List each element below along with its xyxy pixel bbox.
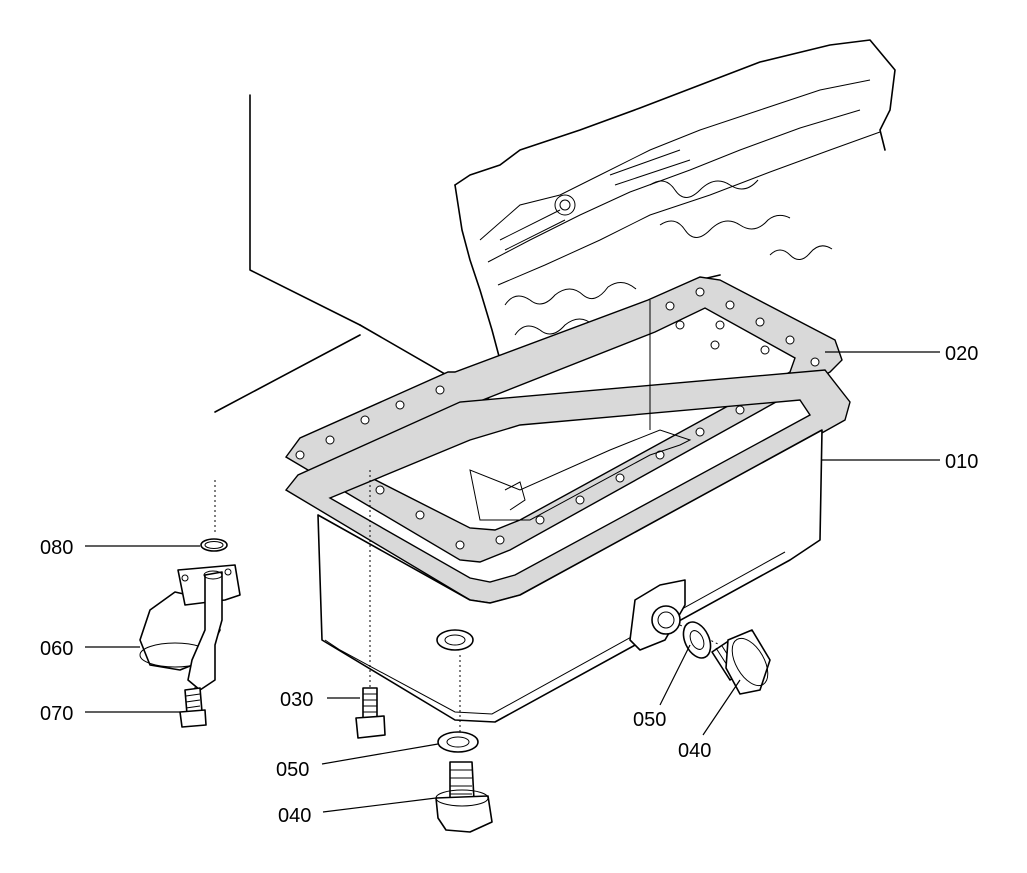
callout-060: 060 [40,638,73,660]
callout-080: 080 [40,537,73,559]
oil-pan [284,300,851,723]
callout-010: 010 [945,451,978,473]
bolt-070 [179,687,207,728]
callout-040-bottom: 040 [278,805,311,827]
leader-lines [85,351,940,813]
callout-050-side: 050 [633,709,666,731]
drain-plug-040-side [711,629,771,695]
washer-050-side [682,621,712,659]
callout-040-side: 040 [678,740,711,762]
callout-050-bottom: 050 [276,759,309,781]
oil-strainer-060 [139,564,241,691]
bolt-030 [355,687,386,739]
drain-plug-040-bottom [435,761,493,833]
callout-070: 070 [40,703,73,725]
callout-labels: 020 010 080 060 070 030 050 040 050 040 [40,343,978,827]
callout-030: 030 [280,689,313,711]
callout-020: 020 [945,343,978,365]
o-ring-080 [200,538,228,552]
washer-050-bottom [437,731,479,753]
